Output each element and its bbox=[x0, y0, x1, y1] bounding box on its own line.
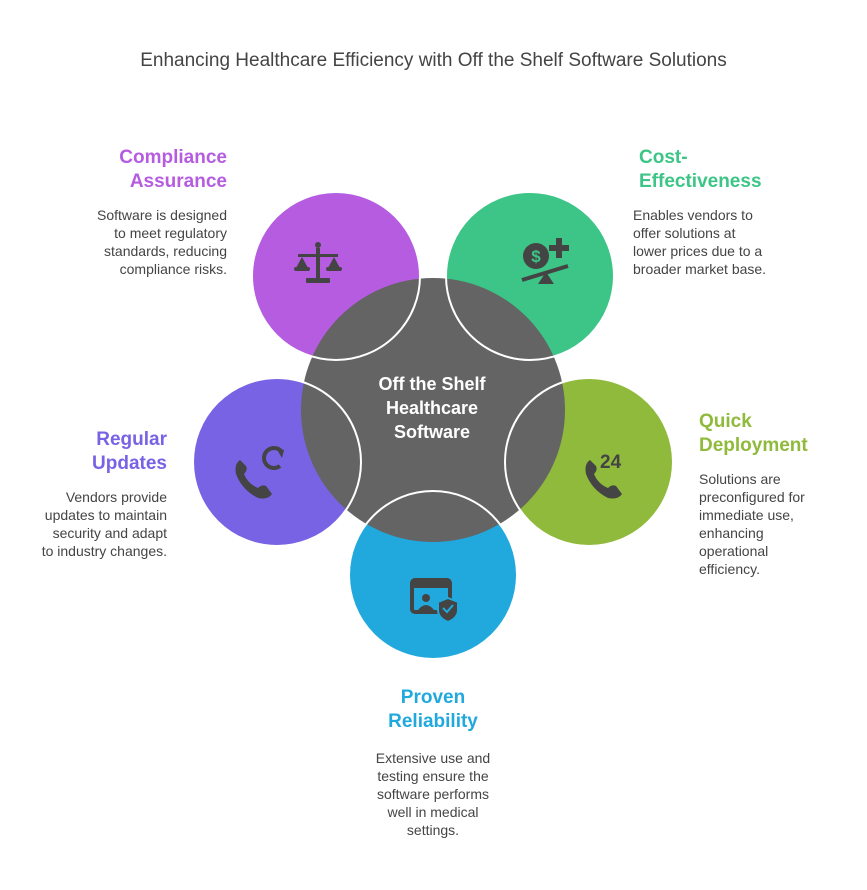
center-line: Healthcare bbox=[385, 398, 479, 418]
desc-line: broader market base. bbox=[633, 261, 767, 277]
desc-line: efficiency. bbox=[699, 561, 760, 577]
desc-line: settings. bbox=[406, 822, 460, 838]
desc-line: standards, reducing bbox=[104, 243, 227, 259]
desc-line: compliance risks. bbox=[119, 261, 227, 277]
svg-text:24: 24 bbox=[600, 452, 622, 473]
heading-line: Reliability bbox=[388, 711, 478, 732]
dollar-balance-icon: $ bbox=[521, 238, 569, 284]
desc-line: software performs bbox=[376, 786, 490, 802]
proven-heading: Proven Reliability bbox=[333, 686, 533, 734]
regular-description: Vendors provide updates to maintain secu… bbox=[10, 488, 167, 560]
desc-line: well in medical bbox=[387, 804, 479, 820]
desc-line: Enables vendors to bbox=[633, 207, 753, 223]
regular-heading: Regular Updates bbox=[20, 428, 167, 476]
desc-line: offer solutions at bbox=[633, 225, 736, 241]
heading-line: Regular bbox=[96, 429, 167, 450]
quick-description: Solutions are preconfigured for immediat… bbox=[699, 470, 859, 578]
desc-line: enhancing bbox=[699, 525, 764, 541]
compliance-heading: Compliance Assurance bbox=[40, 146, 227, 194]
heading-line: Updates bbox=[92, 453, 167, 474]
desc-line: Software is designed bbox=[97, 207, 227, 223]
diagram-title: Enhancing Healthcare Efficiency with Off… bbox=[140, 50, 727, 71]
heading-line: Compliance bbox=[119, 147, 227, 168]
desc-line: operational bbox=[699, 543, 769, 559]
desc-line: testing ensure the bbox=[377, 768, 489, 784]
scales-icon bbox=[294, 242, 342, 283]
verified-user-icon bbox=[410, 578, 459, 624]
heading-line: Assurance bbox=[129, 171, 227, 192]
desc-line: updates to maintain bbox=[44, 507, 167, 523]
center-circle[interactable] bbox=[301, 278, 565, 542]
overlap-outlines bbox=[192, 191, 674, 660]
center-label: Off the Shelf Healthcare Software bbox=[352, 372, 512, 444]
heading-line: Effectiveness bbox=[639, 171, 762, 192]
desc-line: Extensive use and bbox=[375, 750, 491, 766]
desc-line: to meet regulatory bbox=[114, 225, 227, 241]
center-line: Off the Shelf bbox=[378, 374, 486, 394]
desc-line: immediate use, bbox=[699, 507, 794, 523]
heading-line: Cost- bbox=[639, 147, 688, 168]
heading-line: Proven bbox=[400, 687, 466, 708]
proven-description: Extensive use and testing ensure the sof… bbox=[333, 749, 533, 839]
desc-line: security and adapt bbox=[52, 525, 167, 541]
desc-line: lower prices due to a bbox=[633, 243, 763, 259]
cost-description: Enables vendors to offer solutions at lo… bbox=[633, 206, 833, 278]
heading-line: Quick bbox=[699, 411, 752, 432]
center-line: Software bbox=[393, 422, 471, 442]
svg-text:$: $ bbox=[531, 247, 541, 266]
desc-line: Vendors provide bbox=[65, 489, 167, 505]
desc-line: Solutions are bbox=[699, 471, 781, 487]
cost-heading: Cost- Effectiveness bbox=[639, 146, 839, 194]
desc-line: to industry changes. bbox=[41, 543, 167, 559]
compliance-description: Software is designed to meet regulatory … bbox=[40, 206, 227, 278]
phone-refresh-icon bbox=[235, 446, 284, 499]
desc-line: preconfigured for bbox=[699, 489, 805, 505]
heading-line: Deployment bbox=[699, 435, 808, 456]
quick-heading: Quick Deployment bbox=[699, 410, 859, 458]
phone-24-icon: 24 bbox=[585, 452, 622, 499]
